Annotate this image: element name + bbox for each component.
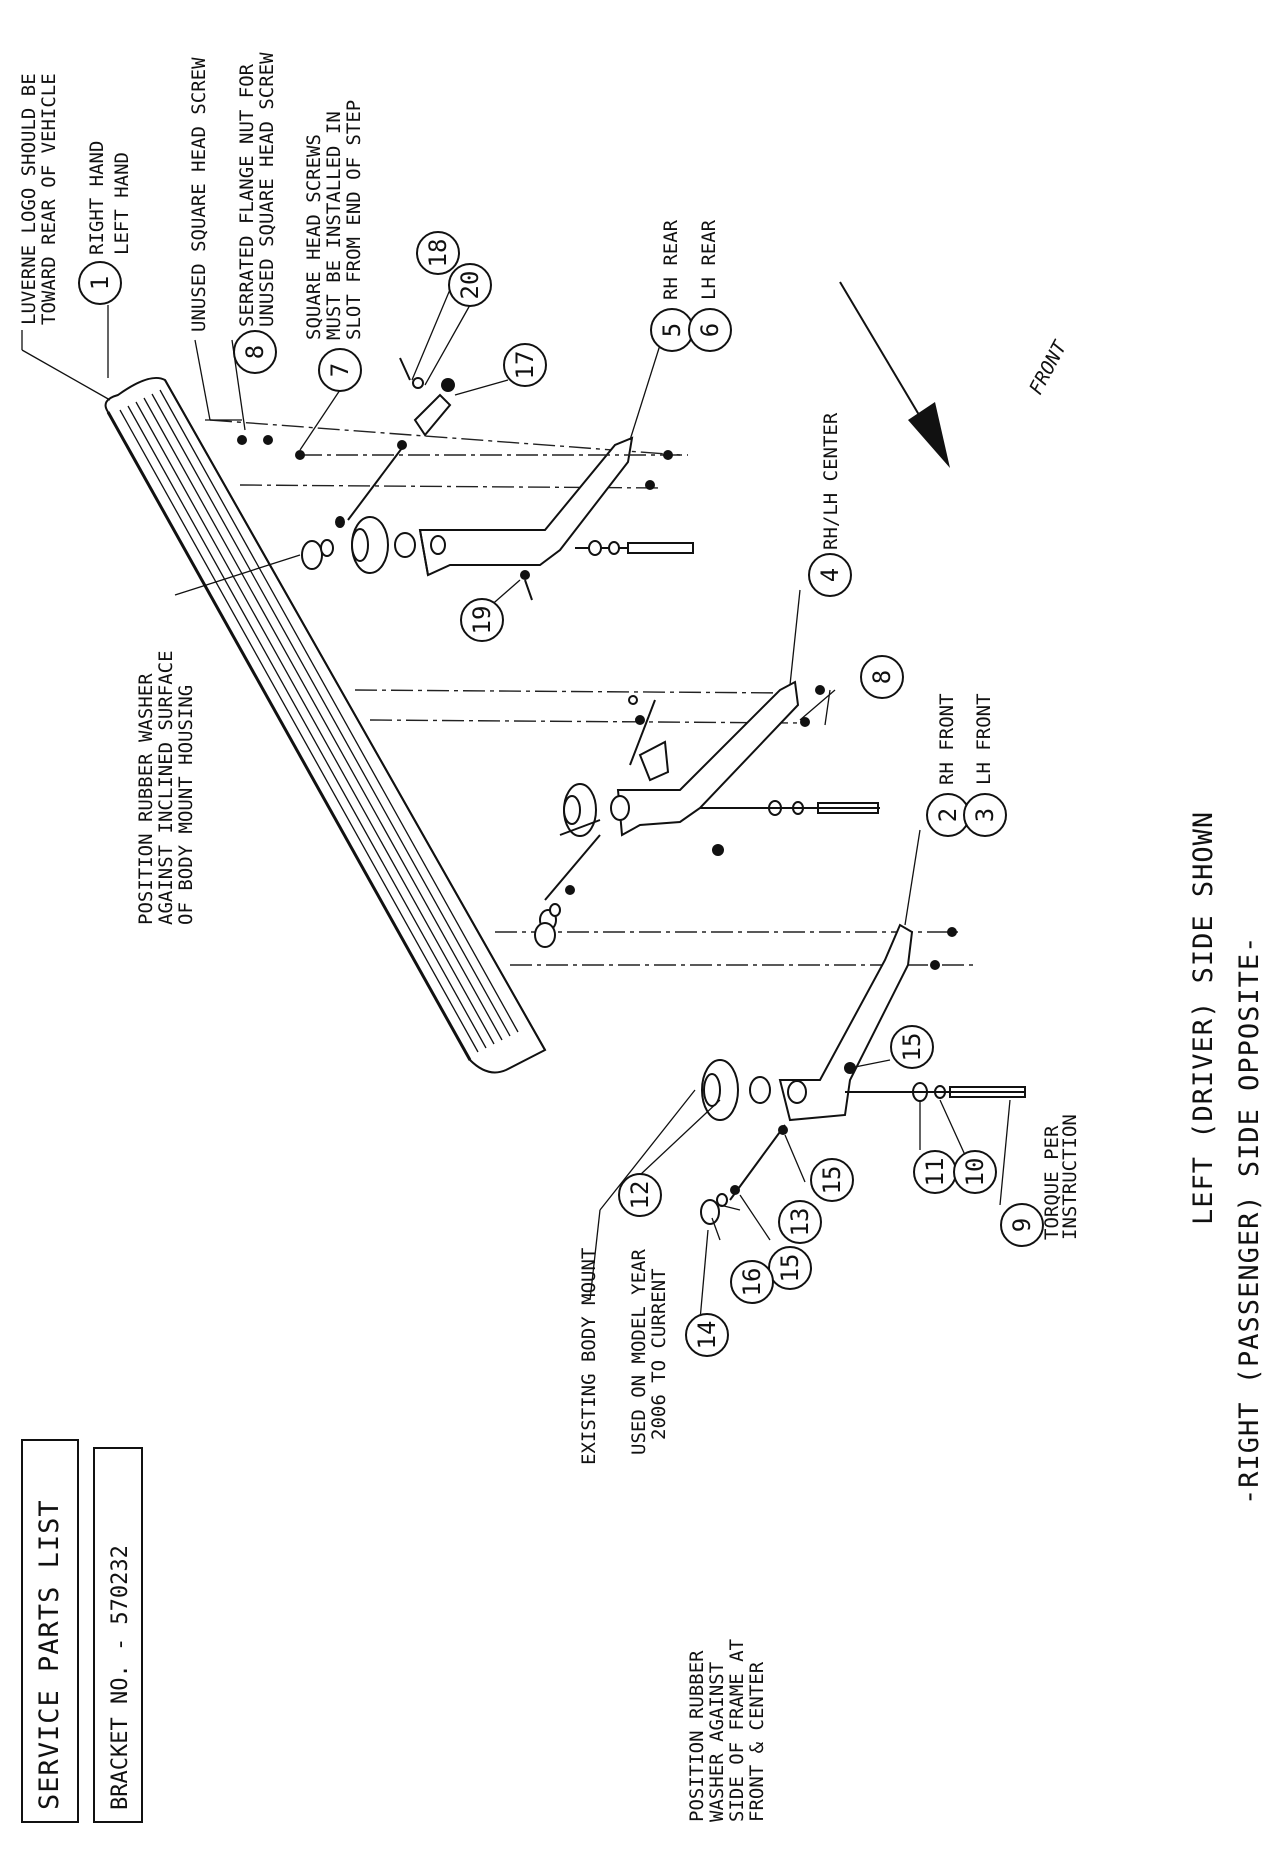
callout-17: 17 <box>503 343 547 387</box>
front-label: FRONT <box>1025 336 1072 398</box>
note-rubber-washer-bottom-line3: SIDE OF FRAME AT <box>726 1639 748 1822</box>
note-torque-line2: INSTRUCTION <box>1059 1114 1081 1240</box>
note-model-year-line2: 2006 TO CURRENT <box>648 1268 670 1440</box>
callout-15b: 15 <box>810 1158 854 1202</box>
svg-text:8: 8 <box>868 670 896 684</box>
svg-text:9: 9 <box>1008 1218 1036 1232</box>
note-model-year-line1: USED ON MODEL YEAR <box>628 1249 650 1455</box>
note-flange-nut-line1: SERRATED FLANGE NUT FOR <box>236 63 258 327</box>
leader-lines <box>21 279 1011 1321</box>
svg-text:14: 14 <box>693 1321 721 1350</box>
callout-2: 2 <box>926 793 970 837</box>
svg-text:19: 19 <box>468 606 496 635</box>
note-rubber-washer-bottom-line1: POSITION RUBBER <box>686 1650 708 1822</box>
note-logo-line2: TOWARD REAR OF VEHICLE <box>38 73 60 325</box>
part2-label: RH FRONT <box>936 693 958 785</box>
svg-text:13: 13 <box>786 1208 814 1237</box>
part1-label-rh: RIGHT HAND <box>86 141 108 255</box>
note-body-mount: EXISTING BODY MOUNT <box>578 1248 600 1465</box>
arrow-head-icon <box>908 402 950 468</box>
callout-11: 11 <box>913 1150 957 1194</box>
note-unused-screw: UNUSED SQUARE HEAD SCREW <box>188 57 210 332</box>
bracket-box: BRACKET NO. - 570232 <box>93 1447 143 1823</box>
note-square-screws-line3: SLOT FROM END OF STEP <box>343 100 365 340</box>
title-text: SERVICE PARTS LIST <box>34 1499 65 1810</box>
svg-text:15: 15 <box>818 1166 846 1195</box>
note-rubber-washer-bottom-line4: FRONT & CENTER <box>746 1661 768 1822</box>
svg-text:10: 10 <box>961 1158 989 1187</box>
callout-10: 10 <box>953 1150 997 1194</box>
svg-text:6: 6 <box>696 323 724 337</box>
note-logo-line1: LUVERNE LOGO SHOULD BE <box>18 73 40 325</box>
svg-text:4: 4 <box>816 568 844 582</box>
callout-14: 14 <box>685 1313 729 1357</box>
callout-15c: 15 <box>768 1246 812 1290</box>
bracket-number: BRACKET NO. - 570232 <box>108 1545 133 1810</box>
svg-text:3: 3 <box>971 808 999 822</box>
callout-6: 6 <box>688 308 732 352</box>
note-rubber-washer-bottom-line2: WASHER AGAINST <box>706 1662 728 1822</box>
svg-text:2: 2 <box>934 808 962 822</box>
part4-label: RH/LH CENTER <box>820 412 842 550</box>
title-box: SERVICE PARTS LIST <box>21 1439 79 1823</box>
note-rubber-washer-top-line2: AGAINST INCLINED SURFACE <box>155 650 177 925</box>
callout-12: 12 <box>618 1173 662 1217</box>
callout-3: 3 <box>963 793 1007 837</box>
callout-9: 9 <box>1000 1203 1044 1247</box>
rear-bracket <box>205 357 694 601</box>
note-torque-line1: TORQUE PER <box>1041 1125 1063 1240</box>
note-square-screws-line2: MUST BE INSTALLED IN <box>323 111 345 340</box>
front-bracket <box>700 923 1026 1225</box>
svg-text:18: 18 <box>424 239 452 268</box>
svg-text:20: 20 <box>456 271 484 300</box>
part5-label: RH REAR <box>660 219 682 300</box>
front-arrow: FRONT <box>839 281 1072 468</box>
svg-text:8: 8 <box>241 345 269 359</box>
svg-text:16: 16 <box>738 1268 766 1297</box>
svg-text:1: 1 <box>86 276 114 290</box>
callout-1: 1 <box>78 261 122 305</box>
svg-text:17: 17 <box>511 351 539 380</box>
callout-8a: 8 <box>233 330 277 374</box>
view-note-line2: -RIGHT (PASSENGER) SIDE OPPOSITE- <box>1234 936 1265 1505</box>
callout-15a: 15 <box>890 1025 934 1069</box>
note-rubber-washer-top-line3: OF BODY MOUNT HOUSING <box>175 685 197 925</box>
callout-4: 4 <box>808 553 852 597</box>
callout-20: 20 <box>448 263 492 307</box>
callout-5: 5 <box>650 308 694 352</box>
note-flange-nut-line2: UNUSED SQUARE HEAD SCREW <box>256 52 278 327</box>
note-square-screws-line1: SQUARE HEAD SCREWS <box>303 134 325 340</box>
part3-label: LH FRONT <box>973 693 995 785</box>
view-note-line1: LEFT (DRIVER) SIDE SHOWN <box>1188 811 1219 1225</box>
callout-8b: 8 <box>860 655 904 699</box>
svg-text:7: 7 <box>326 363 354 377</box>
callout-16: 16 <box>730 1260 774 1304</box>
callout-7: 7 <box>318 348 362 392</box>
svg-text:12: 12 <box>626 1181 654 1210</box>
svg-text:11: 11 <box>921 1158 949 1187</box>
note-rubber-washer-top-line1: POSITION RUBBER WASHER <box>135 673 157 925</box>
svg-text:15: 15 <box>776 1254 804 1283</box>
svg-text:15: 15 <box>898 1033 926 1062</box>
running-board <box>104 376 547 1074</box>
callout-18: 18 <box>416 231 460 275</box>
part1-label-lh: LEFT HAND <box>111 152 133 255</box>
callout-19: 19 <box>460 598 504 642</box>
callout-13: 13 <box>778 1200 822 1244</box>
part6-label: LH REAR <box>698 219 720 300</box>
svg-text:5: 5 <box>658 323 686 337</box>
center-bracket <box>534 680 880 948</box>
